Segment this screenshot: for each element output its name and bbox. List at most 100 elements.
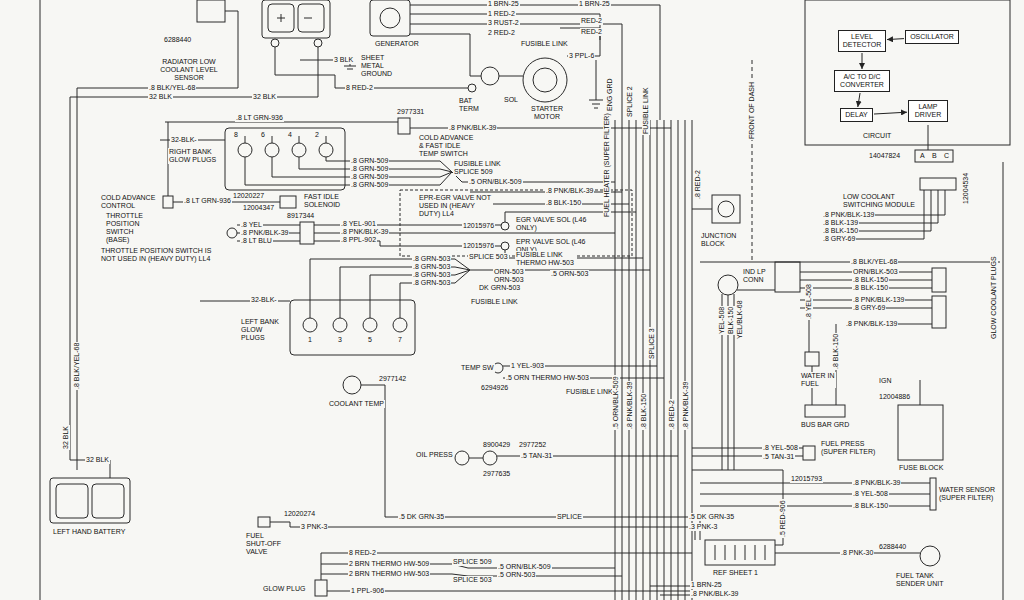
component-label: OIL PRESS	[415, 451, 454, 459]
wire-label: .8 GRN-509	[350, 173, 389, 181]
component-label: GENERATOR	[374, 40, 420, 48]
wire-label: REF SHEET 1	[712, 569, 759, 577]
component-label: LEFT HAND BATTERY	[52, 528, 126, 536]
node-text: FUEL SHUT-OFF VALVE	[246, 532, 286, 556]
wire-label: .8 GRN-509	[350, 181, 389, 189]
wire	[928, 125, 929, 150]
wire-label: 8	[233, 131, 239, 139]
wire-label: .8 PNK/BLK-139	[852, 296, 905, 304]
wire-label: .5 DK GRN-35	[398, 513, 445, 521]
wire	[692, 209, 712, 210]
component-label: COOLANT TEMP	[328, 400, 385, 408]
wire-label: 12004886	[878, 393, 911, 401]
component-symbol	[481, 67, 499, 85]
wire	[77, 11, 238, 470]
wire-label: 32 BLK	[252, 93, 277, 101]
wire-label: DK GRN-503	[478, 284, 521, 292]
wire-label: 3 PPL-6	[568, 52, 595, 60]
wire-label: 8917344	[286, 212, 315, 220]
wire-label: .8 YEL-508	[852, 490, 889, 498]
wire-label: .8 LT GRN-936	[235, 114, 284, 122]
wire-label: 2	[314, 131, 320, 139]
wire-label: SPLICE	[556, 513, 583, 521]
wire-label: 3	[337, 336, 343, 344]
component-symbol	[803, 446, 815, 460]
wire-label: .5 ORN/BLK-509	[612, 375, 620, 430]
component-symbol	[225, 128, 345, 190]
component-symbol	[227, 228, 237, 238]
wire-label: .8 GRN-503	[412, 271, 451, 279]
node-text: TEMP SW	[461, 364, 494, 372]
node-text: GLOW PLUG	[263, 585, 305, 593]
wire-label: 5	[367, 336, 373, 344]
component-symbol	[300, 222, 314, 244]
wire-label: 32 BLK	[148, 93, 173, 101]
node-text: STARTER MOTOR	[523, 105, 571, 121]
component-symbol	[292, 143, 306, 157]
component-symbol	[775, 262, 800, 292]
wire-label: CIRCUIT	[862, 132, 892, 140]
component-label: LOW COOLANT SWITCHING MODULE	[842, 193, 922, 209]
component-symbol	[930, 478, 936, 510]
component-label: EGR VALVE SOL (L46 ONLY)	[515, 216, 590, 232]
wire-label: C	[943, 152, 950, 160]
component-label: FUEL SHUT-OFF VALVE	[245, 532, 287, 556]
wire-label: .8 BLK-150	[822, 227, 859, 235]
component-symbol	[258, 517, 270, 527]
wire-label: ORN-503	[493, 268, 525, 276]
wire-label: .5 TAN-31	[762, 453, 795, 461]
component-symbol	[319, 143, 333, 157]
component-symbol	[92, 484, 124, 518]
wire	[692, 470, 783, 545]
wire-label: 8 RED-2	[348, 549, 377, 557]
wire-label: 32 BLK	[62, 425, 70, 450]
wire-label: .8 PNK/BLK-39	[448, 124, 497, 132]
wire-label: .8 GRN-509	[350, 165, 389, 173]
node-text: LEFT HAND BATTERY	[53, 528, 125, 536]
wire-label: FRONT OF DASH	[748, 81, 756, 140]
wire-label: .8 PNK/BLK-39	[690, 590, 739, 598]
component-label: RADIATOR LOW COOLANT LEVEL SENSOR	[150, 58, 228, 82]
wire-label: .5 ORN THERMO HW-503	[505, 374, 590, 382]
node-text: LEVEL DETECTOR	[842, 33, 882, 49]
component-symbol	[238, 143, 252, 157]
wire-label: A	[919, 152, 926, 160]
signal-arrow	[858, 93, 860, 107]
wire-label: .8 GRN-503	[412, 263, 451, 271]
wire-label: 8 RED-2	[345, 84, 374, 92]
wire-label: RED-2	[580, 28, 603, 36]
component-label: GLOW PLUG	[262, 585, 306, 593]
wire-label: .8 BLK-150	[852, 276, 889, 284]
wire-label: 12004347	[242, 204, 275, 212]
component-symbol	[393, 318, 407, 332]
wire-label: RED-2	[580, 17, 603, 25]
wire-label: .8 YEL-901	[340, 220, 377, 228]
component-symbol	[805, 0, 1010, 145]
node-text: WATER IN FUEL	[801, 372, 835, 388]
wire-label: .5 ORN/BLK-509	[468, 178, 523, 186]
wire-label: 12015976	[462, 222, 495, 230]
wire-label: .8 LT BLU	[240, 237, 273, 245]
wire	[165, 122, 398, 196]
component-symbol	[805, 405, 845, 417]
node-text: THROTTLE POSITION SWITCH (BASE)	[106, 212, 144, 244]
wire-label: 12004534	[962, 172, 970, 205]
wire-label: .8 GRY-69	[822, 235, 856, 243]
wire-label: FUSIBLE LINK	[642, 86, 650, 135]
node-text: IND LP CONN	[743, 268, 773, 284]
wire-label: .8 PNK/BLK-139	[822, 211, 875, 219]
wire-label: .8 PNK/BLK-39	[340, 228, 389, 236]
component-label: FUEL TANK SENDER UNIT	[895, 572, 965, 588]
component-label: COLD ADVANCE CONTROL	[100, 194, 160, 210]
component-label: LEFT BANK GLOW PLUGS	[240, 318, 285, 342]
wire-label: 1 BRN-25	[578, 0, 611, 8]
wire-label: SOL	[503, 96, 519, 104]
wire-label: .5 RED-906	[779, 499, 787, 538]
wire-label: 1	[307, 336, 313, 344]
wire-label: 12015976	[462, 242, 495, 250]
wire-label: .8 PNK/BLK-39	[545, 187, 594, 195]
wire	[410, 5, 660, 120]
node-text: DELAY	[844, 111, 869, 119]
node-text: EGR VALVE SOL (L46 ONLY)	[516, 216, 589, 232]
